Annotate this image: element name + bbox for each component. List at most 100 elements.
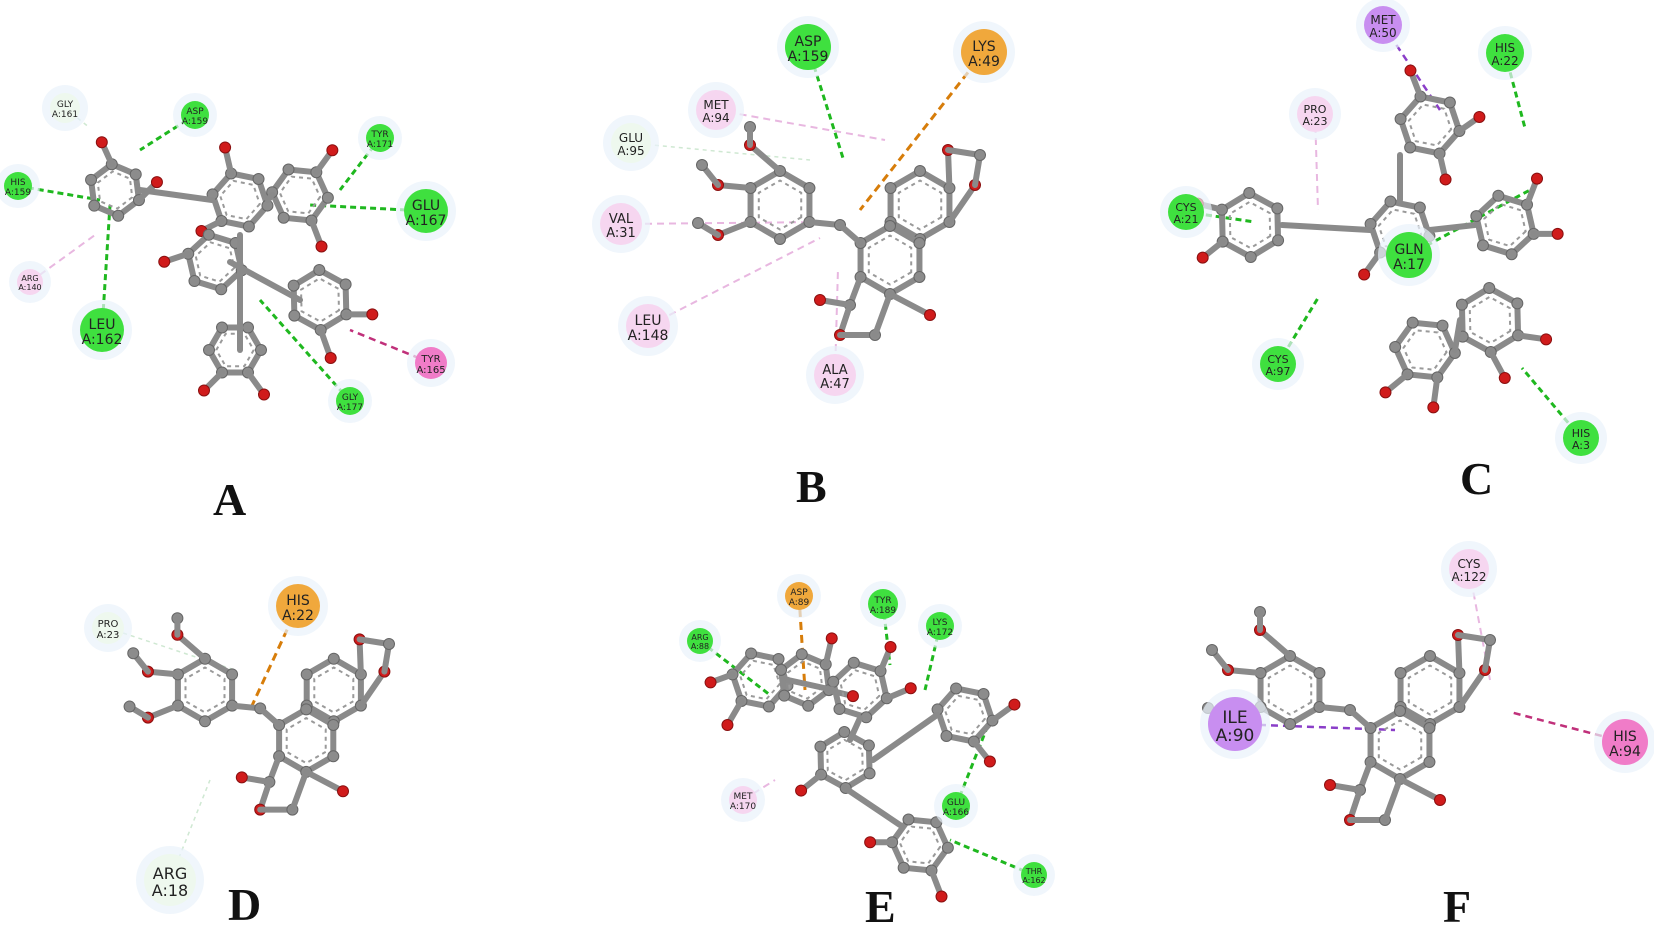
single-bond bbox=[946, 182, 978, 225]
residue-name: ASP bbox=[186, 107, 204, 117]
residue-name: LEU bbox=[635, 313, 662, 329]
carbon-atom bbox=[1492, 189, 1505, 202]
carbon-atom bbox=[775, 663, 788, 676]
aromatic-ring-inner bbox=[786, 660, 824, 700]
single-bond bbox=[265, 192, 275, 203]
residue-name: HIS bbox=[286, 593, 310, 609]
aromatic-ring-inner bbox=[1402, 329, 1448, 371]
oxygen-atom bbox=[1551, 227, 1564, 240]
carbon-atom bbox=[772, 653, 785, 666]
residue-name: ARG bbox=[153, 864, 187, 883]
residue-name: CYS bbox=[1175, 201, 1196, 214]
carbon-atom bbox=[902, 813, 915, 826]
residue-name: MET bbox=[703, 98, 729, 112]
carbon-atom bbox=[277, 211, 290, 224]
carbon-atom bbox=[327, 750, 340, 763]
residue-circle bbox=[785, 582, 813, 610]
residue-circle bbox=[276, 584, 320, 628]
residue-id: A:167 bbox=[406, 213, 447, 229]
residue-id: A:122 bbox=[1452, 570, 1487, 584]
carbon-atom bbox=[1484, 634, 1496, 646]
carbon-atom bbox=[745, 647, 758, 660]
oxygen-atom bbox=[315, 240, 328, 253]
aromatic-ring-inner bbox=[739, 659, 781, 701]
residue-circle bbox=[181, 101, 209, 129]
residue-name: GLY bbox=[57, 100, 74, 110]
aromatic-ring-inner bbox=[867, 234, 913, 286]
residue-id: A:165 bbox=[416, 365, 445, 376]
residue-name: ALA bbox=[822, 363, 847, 378]
carbon-atom bbox=[913, 237, 926, 249]
oxygen-atom bbox=[1404, 64, 1417, 77]
residue-name: VAL bbox=[609, 212, 634, 227]
single-bond bbox=[174, 631, 208, 662]
carbon-atom bbox=[1272, 234, 1285, 247]
carbon-atom bbox=[1284, 718, 1296, 730]
carbon-atom bbox=[202, 228, 215, 241]
carbon-atom bbox=[914, 165, 926, 177]
galloyl-ring bbox=[1391, 319, 1459, 381]
oxygen-atom bbox=[337, 785, 349, 798]
residue-circle bbox=[785, 24, 831, 70]
residue-id: A:50 bbox=[1369, 26, 1396, 40]
residue-circle bbox=[404, 189, 448, 233]
carbon-atom bbox=[112, 209, 125, 222]
carbon-atom bbox=[123, 700, 136, 713]
carbon-atom bbox=[884, 182, 897, 194]
carbon-atom bbox=[1483, 282, 1496, 295]
oxygen-atom bbox=[366, 308, 379, 321]
residue-circle bbox=[1602, 719, 1648, 765]
carbon-atom bbox=[339, 278, 352, 291]
carbon-atom bbox=[762, 700, 775, 713]
residue-circle bbox=[868, 589, 898, 619]
oxygen-atom bbox=[904, 682, 917, 695]
residue-circle bbox=[1386, 232, 1432, 278]
residue-name: CYS bbox=[1267, 353, 1288, 366]
carbon-atom bbox=[1394, 705, 1406, 717]
carbon-atom bbox=[862, 739, 875, 752]
residue-id: A:3 bbox=[1572, 439, 1590, 452]
single-bond bbox=[1257, 627, 1293, 659]
panel-label-e: E bbox=[865, 881, 896, 927]
carbon-atom bbox=[1243, 187, 1256, 200]
single-bond bbox=[1397, 776, 1443, 803]
residue-name: MET bbox=[1370, 13, 1396, 27]
oxygen-atom bbox=[1498, 371, 1511, 384]
carbon-atom bbox=[129, 168, 142, 181]
residue-circle bbox=[366, 124, 394, 152]
residue-id: A:189 bbox=[870, 606, 896, 616]
single-bond bbox=[837, 222, 864, 246]
aromatic-ring-inner bbox=[1407, 664, 1453, 716]
oxygen-atom bbox=[198, 384, 210, 397]
residue-circle bbox=[336, 387, 364, 415]
carbon-atom bbox=[88, 199, 101, 212]
residue-circle bbox=[1297, 96, 1333, 132]
residue-circle bbox=[611, 123, 651, 163]
residue-name: GLU bbox=[412, 198, 440, 214]
residue-circle bbox=[1168, 194, 1204, 230]
aromatic-ring-inner bbox=[826, 738, 864, 782]
residue-id: A:148 bbox=[628, 328, 669, 344]
oxygen-atom bbox=[814, 294, 826, 306]
carbon-atom bbox=[941, 841, 954, 854]
oxygen-atom bbox=[219, 141, 232, 154]
residue-id: A:97 bbox=[1265, 365, 1290, 378]
carbon-atom bbox=[1423, 722, 1436, 734]
residue-name: LYS bbox=[972, 39, 995, 55]
residue-circle bbox=[1021, 862, 1047, 888]
carbon-atom bbox=[1413, 201, 1426, 214]
single-bond bbox=[303, 768, 346, 795]
interaction-line-alkyl bbox=[647, 237, 821, 327]
aromatic-ring-inner bbox=[184, 666, 226, 714]
